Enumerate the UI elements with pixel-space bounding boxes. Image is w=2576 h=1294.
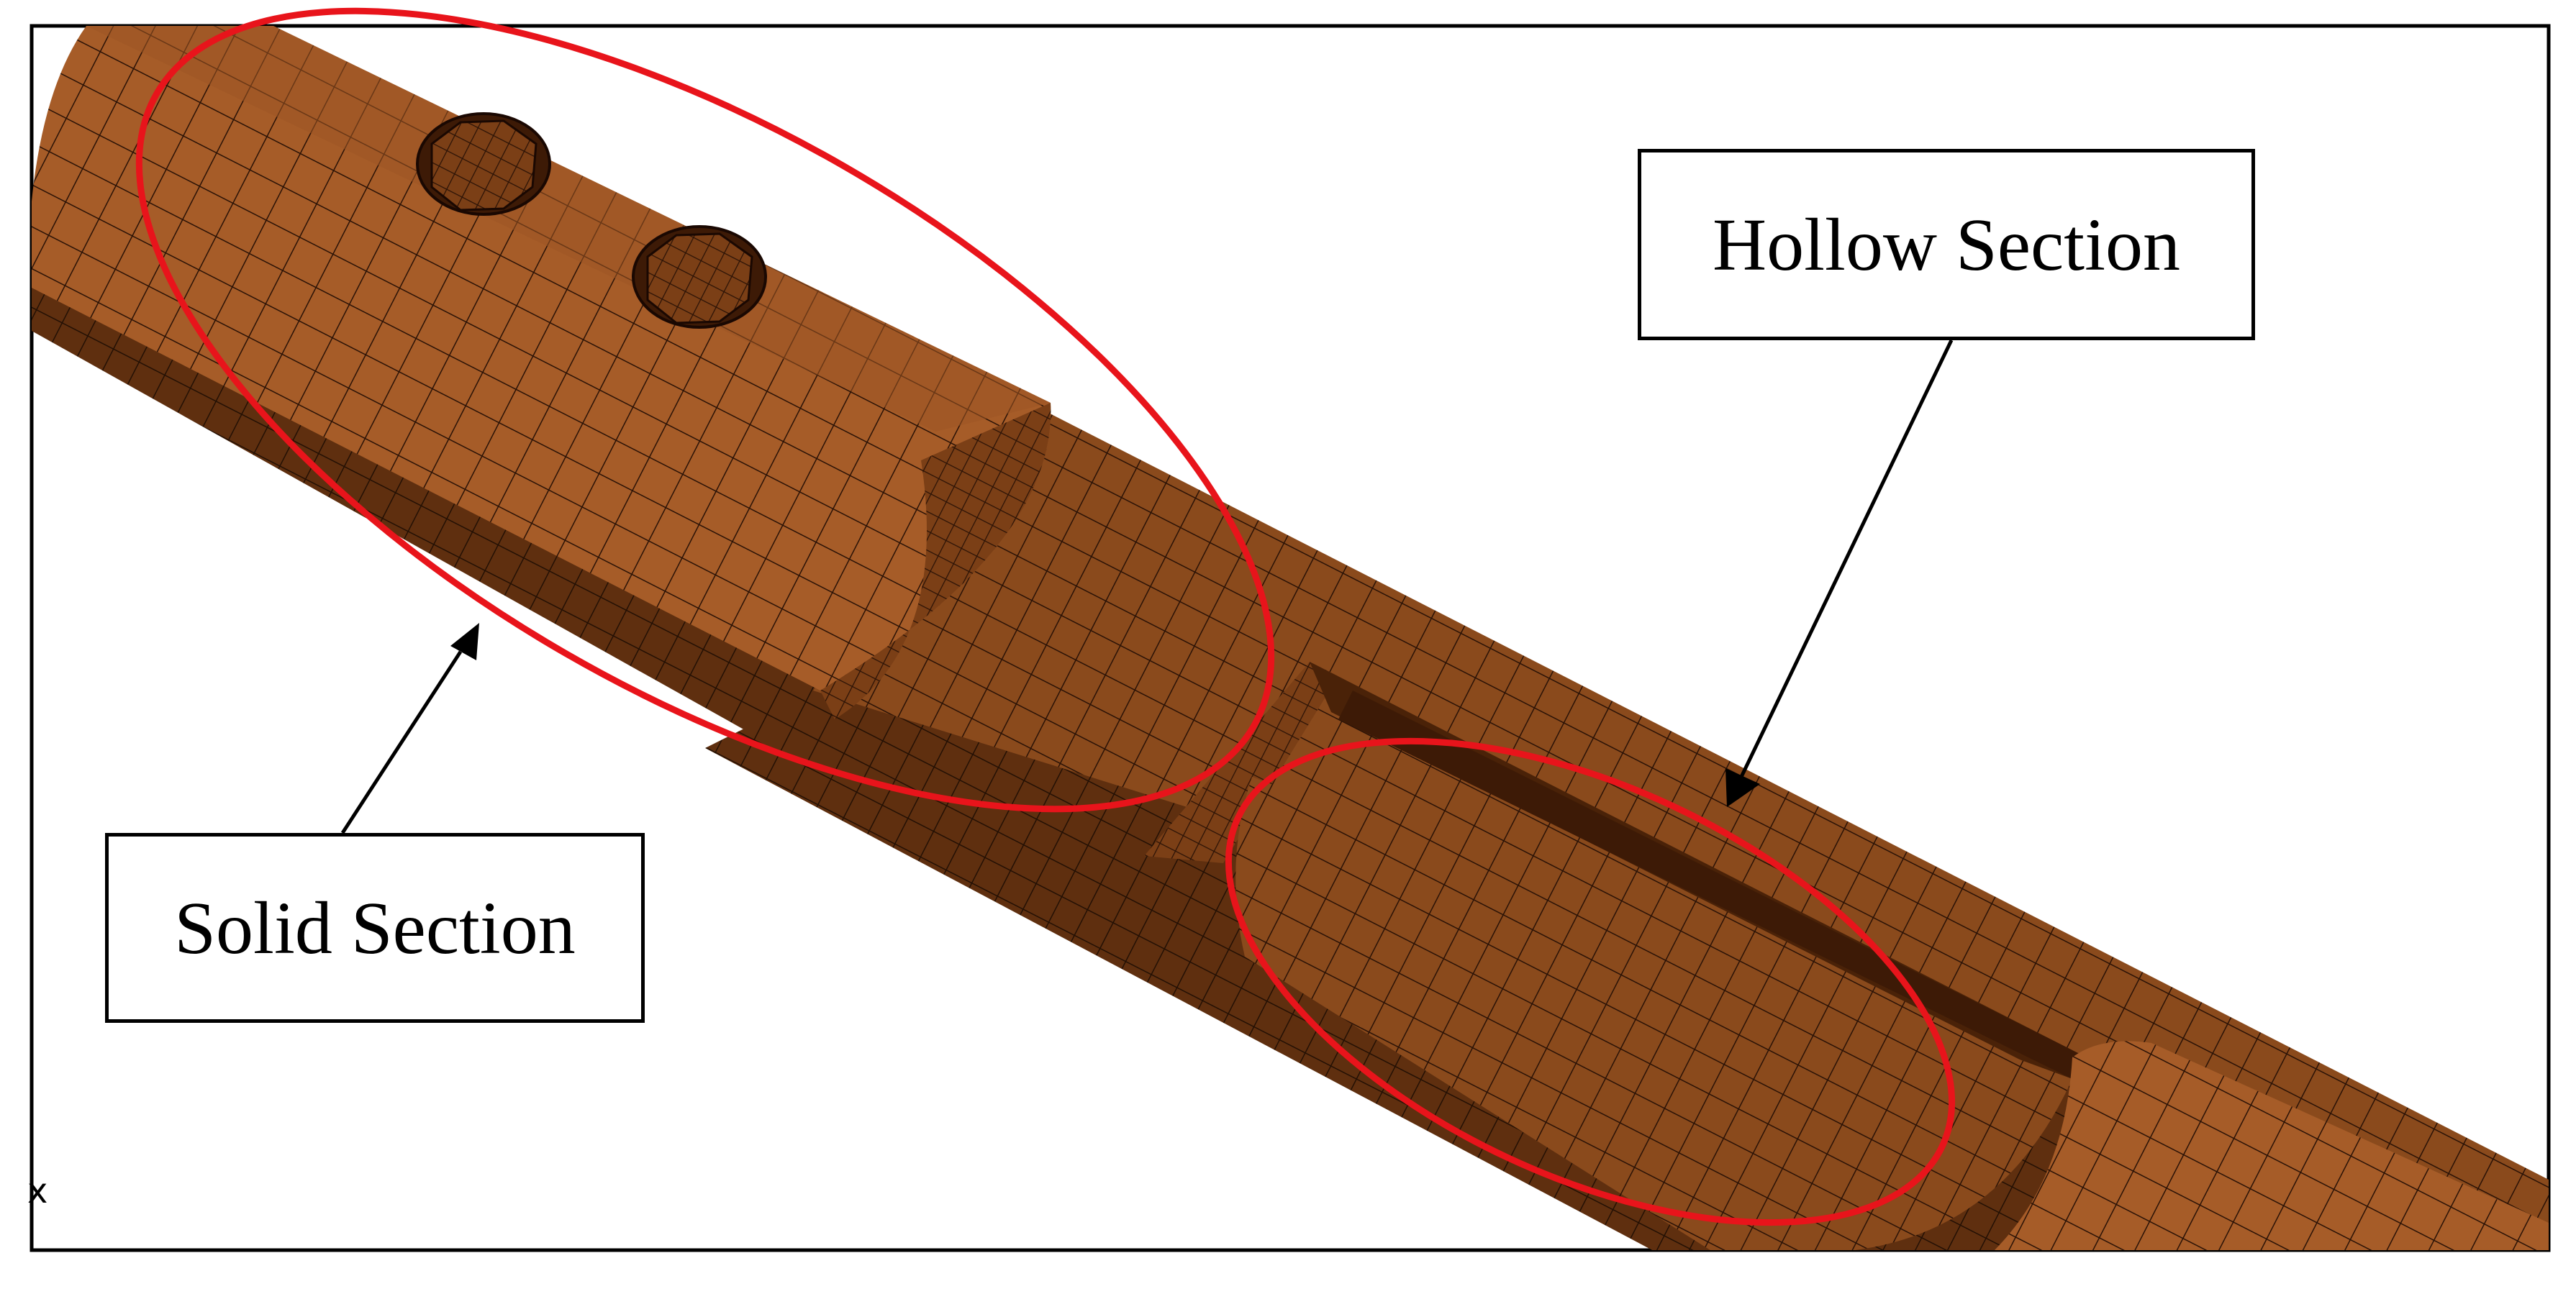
hollow-inner-wall	[1338, 691, 2087, 1079]
axis-triad-glyph: x	[27, 1171, 48, 1211]
solid-section-label: Solid Section	[105, 833, 645, 1023]
solid-cylinder-body	[32, 26, 1051, 691]
hollow-section-label: Hollow Section	[1638, 149, 2255, 340]
solid-cylinder-top	[86, 26, 1051, 432]
solid-end-cap	[820, 403, 1051, 719]
solid-section-highlight-ellipse	[135, 7, 1275, 813]
hollow-arrow	[1725, 339, 1954, 807]
shaft-flat-face	[813, 403, 2549, 1231]
hollow-section-highlight-ellipse	[1225, 737, 1956, 1226]
bolt-hole-1	[416, 112, 551, 216]
hollow-channel	[1235, 777, 2072, 1250]
groove-slot	[1144, 662, 1338, 863]
right-cylinder	[1994, 1041, 2549, 1250]
bolt-hole-2	[632, 225, 767, 329]
solid-arrow	[340, 623, 479, 834]
